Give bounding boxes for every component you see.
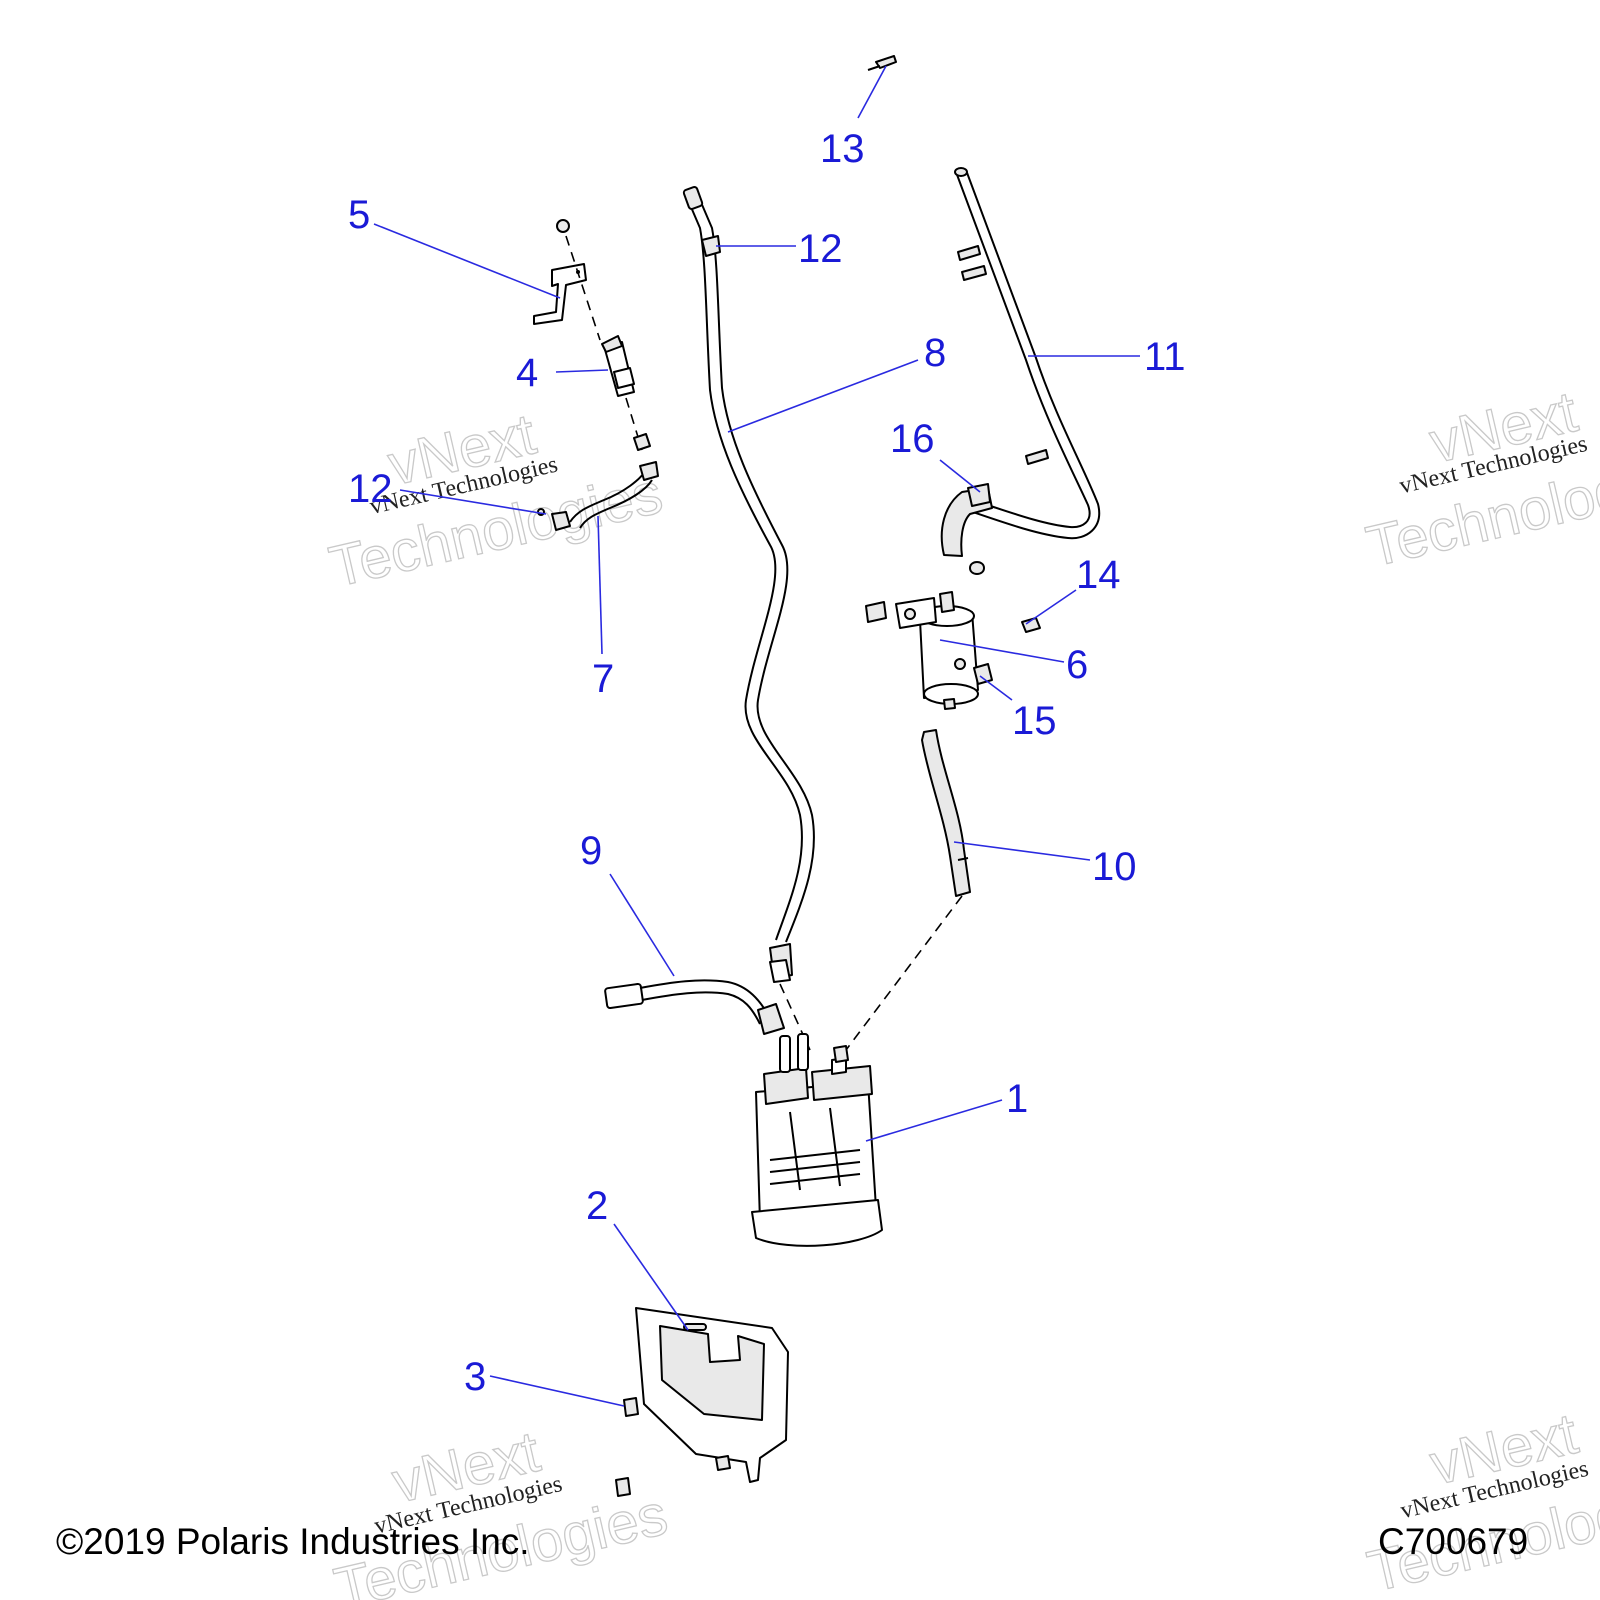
screw-13-icon xyxy=(867,55,897,71)
watermark-lower-left: vNext Technologies vNext Technologies xyxy=(328,1418,674,1600)
callout-12-left: 12 xyxy=(348,467,393,511)
watermark-upper-right: vNext Technologies vNext Technologies xyxy=(1360,378,1600,580)
callout-4: 4 xyxy=(516,351,538,395)
callout-7: 7 xyxy=(592,657,614,701)
vent-hose-11-icon xyxy=(954,167,1101,540)
dash-10-to-canister xyxy=(845,895,963,1051)
callout-12-top: 12 xyxy=(798,227,843,271)
callout-5: 5 xyxy=(348,193,370,237)
nut-14-icon xyxy=(969,561,1041,633)
dash-4-to-7 xyxy=(625,397,643,451)
mounting-bracket-2-icon xyxy=(635,1307,789,1483)
elbow-hose-16-icon xyxy=(940,483,993,557)
callout-1: 1 xyxy=(1006,1077,1028,1121)
callout-14: 14 xyxy=(1076,553,1121,597)
check-valve-4-icon xyxy=(601,335,635,397)
charcoal-canister-1-icon xyxy=(751,1033,883,1247)
callout-3: 3 xyxy=(464,1355,486,1399)
callout-6: 6 xyxy=(1066,643,1088,687)
callout-16: 16 xyxy=(890,417,935,461)
leader-lines xyxy=(373,65,1140,1407)
watermark-lower-right: vNext Technologies vNext Technologies xyxy=(1361,1400,1600,1600)
bolt-3-icon xyxy=(615,1397,731,1497)
callout-9: 9 xyxy=(580,829,602,873)
copyright-notice: ©2019 Polaris Industries Inc. xyxy=(56,1521,530,1562)
callout-15: 15 xyxy=(1012,699,1057,743)
callout-2: 2 xyxy=(586,1184,608,1228)
hose-9-icon xyxy=(604,959,791,1035)
hose-clip-12-icon xyxy=(701,235,721,257)
purge-valve-6-icon xyxy=(865,591,979,710)
callout-13: 13 xyxy=(820,127,865,171)
dash-5-to-4 xyxy=(565,235,601,341)
clip-15-icon xyxy=(973,663,993,685)
callout-10: 10 xyxy=(1092,845,1137,889)
hose-10-icon xyxy=(921,729,971,897)
vent-hose-8-icon xyxy=(682,186,815,979)
hose-7-icon xyxy=(537,433,659,531)
figure-id: C700679 xyxy=(1378,1521,1529,1562)
callout-11: 11 xyxy=(1144,335,1186,379)
callout-8: 8 xyxy=(924,331,946,375)
bracket-5-icon xyxy=(533,219,587,325)
